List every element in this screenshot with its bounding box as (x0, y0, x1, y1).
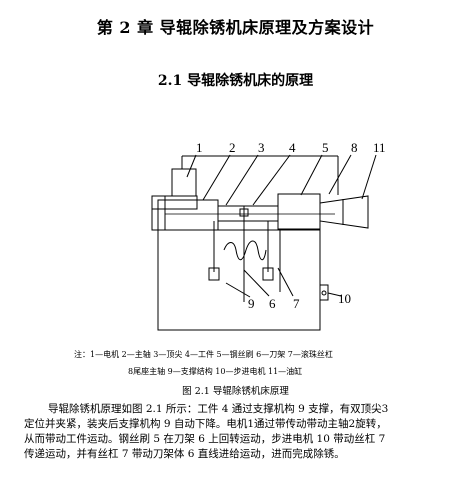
motor-1-shape (171, 168, 197, 197)
chapter-title: 第 2 章 导辊除锈机床原理及方案设计 (96, 18, 375, 37)
motor-1-base (151, 195, 198, 210)
machine-bed (157, 229, 321, 331)
part-label-1: 1 (196, 140, 203, 155)
tailstock-8-shape (277, 193, 321, 230)
part-label-4: 4 (289, 140, 296, 155)
headstock-box (157, 199, 219, 231)
body-paragraph-line: 传递运动，并有丝杠 7 带动刀架体 6 直线进给运动，进而完成除锈。 (24, 448, 345, 460)
oil-cylinder-11-shape (319, 195, 369, 229)
part-label-3: 3 (258, 140, 265, 155)
part-label-9: 9 (248, 296, 255, 311)
part-label-5: 5 (322, 140, 329, 155)
body-paragraph-line: 定位并夹紧，装夹后支撑机构 9 自动下降。电机1通过带传动带动主轴2旋转， (24, 418, 387, 430)
steel-brush-5-spiral (223, 240, 267, 261)
figure-legend-line-1: 注：1—电机 2—主轴 3—顶尖 4—工件 5—钢丝刷 6—刀架 7—滚珠丝杠 (74, 350, 333, 359)
part-label-7: 7 (293, 296, 300, 311)
body-paragraph-line: 从而带动工件运动。钢丝刷 5 在刀架 6 上回转运动，步进电机 10 带动丝杠 … (24, 433, 386, 445)
stepper-motor-10-shape (319, 284, 329, 301)
figure-legend-line-2: 8尾座主轴 9—支撑结构 10—步进电机 11—油缸 (128, 367, 303, 376)
support-9-left-block (208, 267, 220, 281)
support-9-right-block (262, 267, 274, 281)
figure-caption: 图 2.1 导辊除锈机床原理 (182, 386, 289, 397)
body-paragraph-line: 导辊除锈机原理如图 2.1 所示：工件 4 通过支撑机构 9 支撑，有双顶尖3 (48, 403, 389, 415)
part-label-11: 11 (373, 140, 386, 155)
section-title: 2.1 导辊除锈机床的原理 (157, 73, 314, 89)
part-label-6: 6 (269, 296, 276, 311)
part-label-2: 2 (229, 140, 236, 155)
part-label-8: 8 (351, 140, 358, 155)
part-label-10: 10 (338, 291, 351, 306)
